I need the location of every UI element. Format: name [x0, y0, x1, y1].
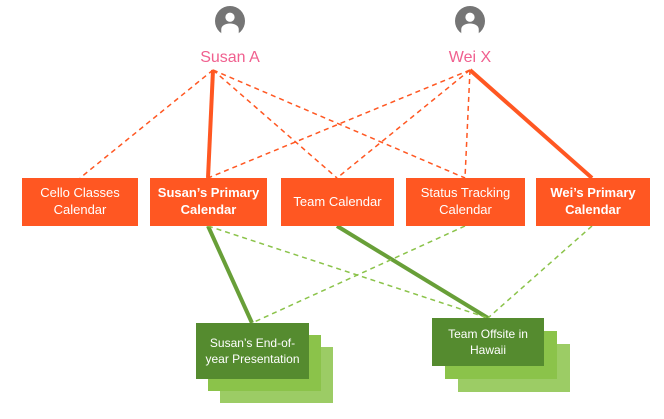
person-avatar-icon [215, 6, 245, 36]
edge-wei-status [464, 69, 471, 179]
user-name: Wei X [448, 49, 492, 66]
edge-status-susan_event [251, 225, 466, 324]
calendar-box-susans-primary: Susan’s Primary Calendar [150, 178, 267, 226]
calendar-box-cello: Cello Classes Calendar [22, 178, 138, 226]
edge-susan-status [212, 69, 466, 179]
calendar-box-team: Team Calendar [281, 178, 394, 226]
event-label: Team Offsite in Hawaii [432, 318, 544, 366]
user-wei: Wei X [410, 6, 530, 67]
edge-team-team_offsite [335, 224, 490, 320]
edge-susans_primary-team_offsite [207, 225, 489, 319]
calendar-box-weis-primary: Wei’s Primary Calendar [536, 178, 650, 226]
event-label: Susan’s End-of-year Presentation [196, 323, 309, 379]
user-name: Susan A [200, 49, 260, 66]
edge-susan-cello [79, 69, 214, 179]
edge-wei-susans_primary [207, 69, 471, 179]
edge-susan-team [212, 69, 338, 179]
edge-susan-susans_primary [206, 69, 215, 179]
calendar-box-status: Status Tracking Calendar [406, 178, 525, 226]
edge-wei-team [336, 69, 471, 179]
person-avatar-icon [455, 6, 485, 36]
edge-weis_primary-team_offsite [487, 225, 593, 319]
edge-wei-weis_primary [468, 68, 594, 180]
user-susan: Susan A [170, 6, 290, 67]
edge-susans_primary-susan_event [206, 225, 254, 324]
